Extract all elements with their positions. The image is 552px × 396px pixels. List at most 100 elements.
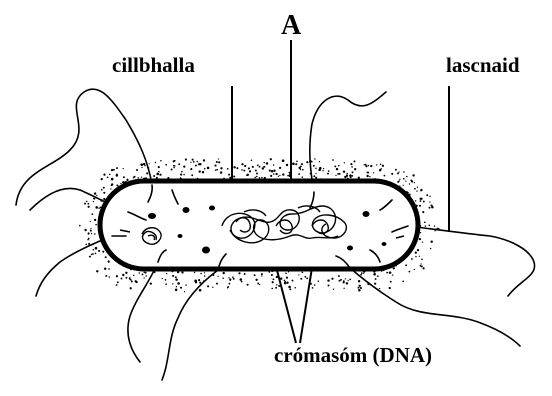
capsule-dot xyxy=(230,280,231,281)
capsule-dot xyxy=(95,253,97,255)
capsule-dot xyxy=(273,164,274,165)
capsule-dot xyxy=(340,279,342,281)
capsule-dot xyxy=(428,225,430,227)
capsule-dot xyxy=(178,163,180,165)
capsule-dot xyxy=(98,207,100,209)
capsule-dot xyxy=(345,278,346,279)
capsule-dot xyxy=(278,176,279,177)
capsule-dot xyxy=(282,159,285,162)
capsule-dot xyxy=(289,172,291,174)
capsule-dot xyxy=(153,175,155,177)
capsule-dot xyxy=(116,275,118,277)
capsule-dot xyxy=(195,165,197,167)
capsule-dot xyxy=(107,176,109,178)
capsule-dot xyxy=(366,175,368,177)
capsule-dot xyxy=(415,256,416,257)
capsule-dot xyxy=(421,265,423,267)
capsule-dot xyxy=(286,282,288,284)
capsule-dot xyxy=(227,287,228,288)
capsule-dot xyxy=(389,271,392,274)
capsule-dot xyxy=(255,170,257,172)
capsule-dot xyxy=(361,272,363,274)
capsule-dot xyxy=(116,174,118,176)
capsule-dot xyxy=(223,272,225,274)
capsule-dot xyxy=(165,164,167,166)
capsule-dot xyxy=(419,238,421,240)
capsule-dot xyxy=(101,189,103,191)
capsule-dot xyxy=(382,165,384,167)
capsule-dot xyxy=(190,168,192,170)
capsule-dot xyxy=(358,287,360,289)
capsule-dot xyxy=(111,184,113,186)
capsule-dot xyxy=(175,276,177,278)
capsule-dot xyxy=(273,279,275,281)
capsule-dot xyxy=(89,256,91,258)
capsule-dot xyxy=(343,288,344,289)
capsule-dot xyxy=(183,174,184,175)
capsule-dot xyxy=(259,166,261,168)
capsule-dot xyxy=(263,162,264,163)
capsule-dot xyxy=(298,173,300,175)
capsule-dot xyxy=(79,225,81,227)
capsule-dot xyxy=(352,171,354,173)
capsule-dot xyxy=(295,163,297,165)
capsule-dot xyxy=(175,278,178,281)
capsule-dot xyxy=(397,181,399,183)
capsule-dot xyxy=(149,163,150,164)
capsule-dot xyxy=(185,284,186,285)
capsule-dot xyxy=(334,165,336,167)
capsule-dot xyxy=(270,175,272,177)
capsule-dot xyxy=(434,225,435,226)
capsule-dot xyxy=(174,160,176,162)
capsule-dot xyxy=(354,168,356,170)
capsule-dot xyxy=(214,165,216,167)
capsule-dot xyxy=(122,274,124,276)
capsule-dot xyxy=(300,278,302,280)
capsule-dot xyxy=(414,182,415,183)
capsule-dot xyxy=(241,163,243,165)
capsule-dot xyxy=(373,172,374,173)
capsule-dot xyxy=(233,175,235,177)
capsule-dot xyxy=(190,162,191,163)
capsule-dot xyxy=(272,281,274,283)
capsule-dot xyxy=(259,177,260,178)
capsule-dot xyxy=(398,171,399,172)
capsule-dot xyxy=(177,282,180,285)
flagellum-7 xyxy=(408,226,535,296)
capsule-dot xyxy=(285,272,287,274)
capsule-dot xyxy=(246,175,248,177)
capsule-dot xyxy=(429,201,430,202)
capsule-dot xyxy=(207,167,210,170)
capsule-dot xyxy=(109,174,111,176)
capsule-dot xyxy=(160,160,162,162)
capsule-dot xyxy=(255,279,257,281)
capsule-dot xyxy=(86,201,88,203)
capsule-dot xyxy=(90,228,91,229)
capsule-dot xyxy=(379,288,380,289)
capsule-dot xyxy=(174,165,175,166)
capsule-dot xyxy=(217,276,218,277)
capsule-dot xyxy=(111,169,113,171)
capsule-dot xyxy=(261,177,262,178)
capsule-dot xyxy=(181,271,183,273)
capsule-dot xyxy=(172,275,174,277)
capsule-dot xyxy=(302,169,304,171)
capsule-dot xyxy=(337,173,339,175)
capsule-dot xyxy=(343,280,345,282)
flagellum-5 xyxy=(162,270,218,380)
capsule-dot xyxy=(271,288,273,290)
capsule-dot xyxy=(294,287,296,289)
capsule-dot xyxy=(111,178,114,181)
capsule-dot xyxy=(273,170,275,172)
capsule-dot xyxy=(91,213,93,215)
capsule-dot xyxy=(181,171,183,173)
capsule-dot xyxy=(143,163,145,165)
capsule-dot xyxy=(116,284,118,286)
capsule-dot xyxy=(191,174,193,176)
capsule-dot xyxy=(143,277,144,278)
capsule-dot xyxy=(417,187,418,188)
label-chromosome: crómasóm (DNA) xyxy=(274,345,432,366)
capsule-dot xyxy=(136,169,138,171)
capsule-dot xyxy=(247,284,249,286)
capsule-dot xyxy=(173,167,174,168)
